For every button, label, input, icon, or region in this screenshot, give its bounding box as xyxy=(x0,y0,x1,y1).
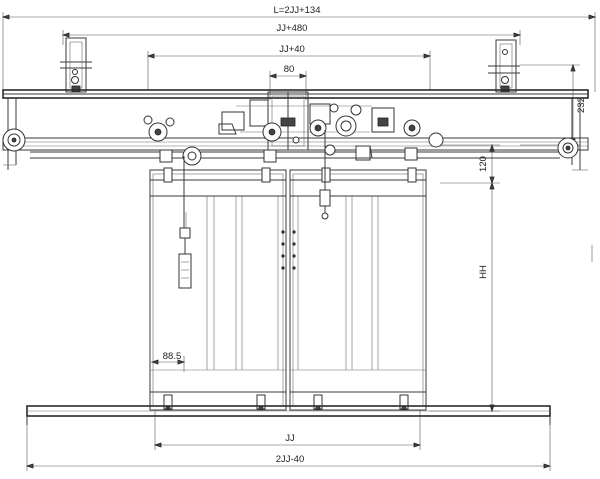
door-sill xyxy=(26,405,551,425)
left-belt-pulley xyxy=(2,128,26,152)
dimension-labels: L=2JJ+134 JJ+480 JJ+40 80 232 120 HH 88.… xyxy=(163,5,587,465)
right-belt-pulley xyxy=(557,137,579,159)
right-door-panel xyxy=(289,167,427,411)
operator-mechanism xyxy=(221,91,395,151)
left-door-panel xyxy=(149,167,287,411)
dim-bottom-offset: 88.5 xyxy=(163,351,182,362)
dim-header-height: 232 xyxy=(576,97,587,113)
dim-overall-length: L=2JJ+134 xyxy=(273,5,320,16)
right-mounting-bracket xyxy=(488,39,520,93)
hanger-rollers xyxy=(143,103,444,166)
header-beam xyxy=(2,89,589,171)
left-mounting-bracket xyxy=(60,37,92,93)
dim-rail-span: JJ+480 xyxy=(277,23,308,34)
dim-sill-gap: 120 xyxy=(478,156,489,172)
dim-door-height: HH xyxy=(478,265,489,279)
right-cable-spring xyxy=(319,130,331,220)
dim-opening-width: JJ xyxy=(285,433,295,444)
dim-hanger-gap: 80 xyxy=(284,64,295,75)
door-lock-blocks xyxy=(159,123,418,163)
dim-header-span: JJ+40 xyxy=(279,44,305,55)
dim-sill-width: 2JJ-40 xyxy=(276,454,305,465)
left-closing-weight xyxy=(178,156,192,289)
